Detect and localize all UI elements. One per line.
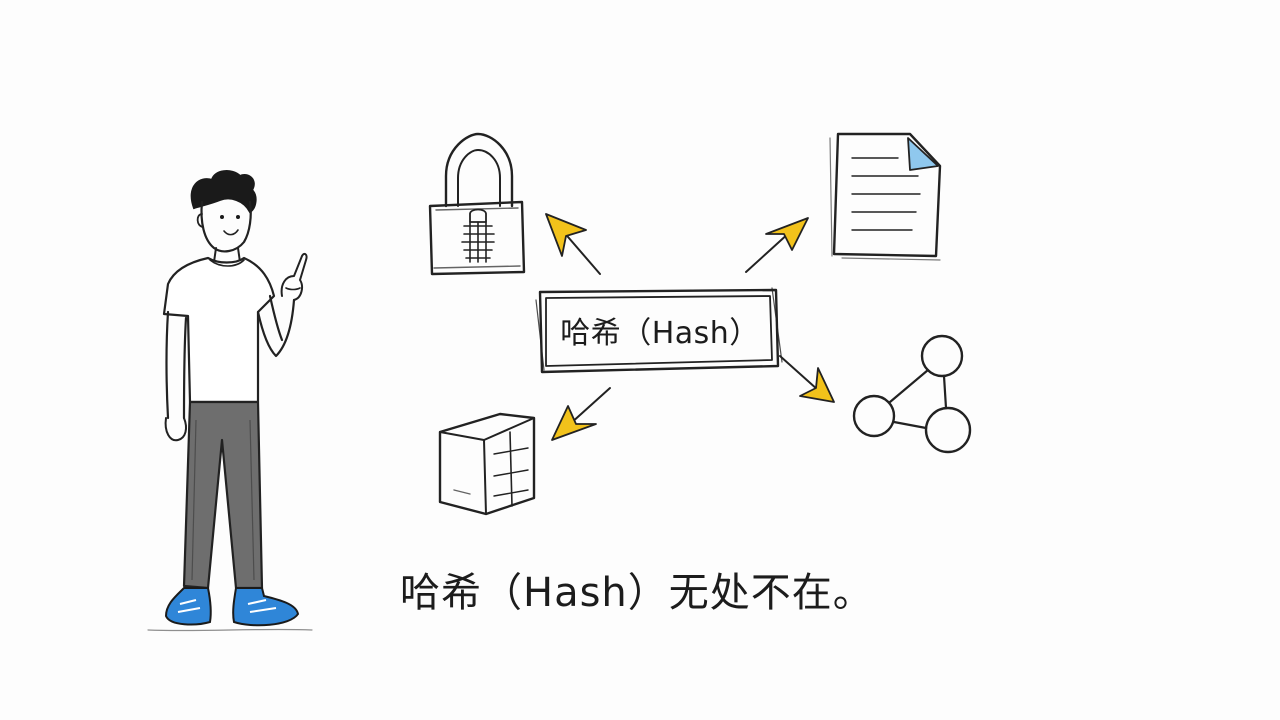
arrow-head-lock xyxy=(545,213,587,257)
lock-icon xyxy=(428,132,526,276)
person-right-shoe xyxy=(232,587,300,627)
arrow-to-lock xyxy=(545,213,601,275)
arrow-head-graph xyxy=(799,367,835,403)
person-head xyxy=(200,200,252,253)
person-hair xyxy=(190,170,257,214)
arrow-to-document xyxy=(745,217,809,273)
person-illustration xyxy=(147,170,313,632)
person-shirt xyxy=(162,256,276,404)
arrow-head-box xyxy=(551,405,597,441)
hash-box xyxy=(535,287,783,374)
arrow-head-document xyxy=(765,217,809,251)
document-corner xyxy=(907,137,939,171)
arrow-to-box xyxy=(551,387,611,441)
person-left-shoe xyxy=(164,587,212,626)
graph-icon xyxy=(852,334,972,454)
person-pants xyxy=(182,400,264,590)
arrow-to-graph xyxy=(779,355,835,403)
box-icon xyxy=(438,412,536,516)
document-icon xyxy=(829,132,942,261)
hash-box-label: 哈希（Hash） xyxy=(560,316,760,351)
caption-text: 哈希（Hash）无处不在。 xyxy=(400,570,874,616)
